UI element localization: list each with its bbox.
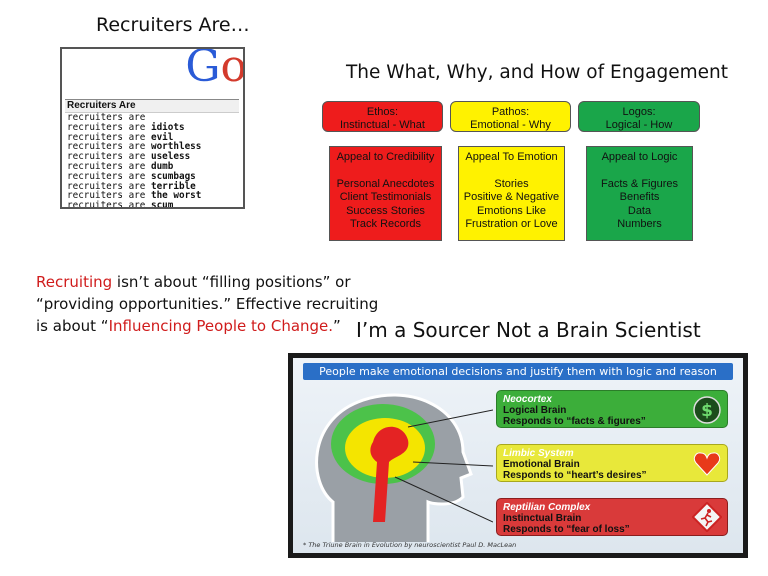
autocomplete-suffix: idiots	[150, 121, 185, 133]
logos-body: Appeal to Logic Facts & Figures Benefits…	[586, 146, 693, 241]
autocomplete-suffix: scumbags	[150, 170, 196, 182]
neocortex-line2: Responds to “facts & figures”	[503, 416, 646, 427]
autocomplete-suffix: scum	[150, 200, 174, 209]
dollar-icon: $	[693, 396, 721, 424]
svg-text:$: $	[701, 401, 713, 421]
google-logo-letter-2: o	[220, 47, 245, 92]
autocomplete-prefix: recruiters are	[67, 170, 146, 182]
ethos-body-line: Track Records	[349, 218, 422, 230]
logos-body-line: Data	[627, 204, 652, 217]
triune-brain-image: People make emotional decisions and just…	[288, 353, 748, 558]
autocomplete-row: recruiters are	[65, 113, 239, 123]
recruiting-line3a: is about “	[36, 317, 109, 335]
logos-body-line: Facts & Figures	[600, 177, 679, 190]
reptilian-box: Reptilian Complex Instinctual Brain Resp…	[496, 498, 728, 536]
ethos-header-line2: Instinctual - What	[340, 119, 425, 131]
logos-body-title: Appeal to Logic	[601, 151, 678, 163]
autocomplete-prefix: recruiters are	[67, 141, 146, 153]
pathos-body-title: Appeal To Emotion	[465, 151, 558, 163]
autocomplete-suffix: worthless	[150, 141, 202, 153]
logos-body-line: Benefits	[619, 191, 660, 203]
pathos-body-line: Positive & Negative	[463, 191, 560, 203]
autocomplete-suffix: dumb	[150, 160, 174, 172]
autocomplete-suffix: the worst	[150, 190, 202, 202]
reptilian-layer	[370, 426, 409, 522]
autocomplete-row: recruiters are dumb	[65, 162, 239, 172]
neocortex-line1: Logical Brain	[503, 405, 567, 416]
recruiting-line3c: ”	[333, 317, 341, 335]
logos-header-line2: Logical - How	[605, 119, 673, 131]
brain-footnote: * The Triune Brain in Evolution by neuro…	[303, 541, 517, 549]
limbic-label: Limbic System	[503, 448, 574, 459]
pathos-header-line1: Pathos:	[491, 106, 530, 118]
autocomplete-suffix: useless	[150, 151, 191, 163]
ethos-header: Ethos: Instinctual - What	[322, 101, 443, 132]
autocomplete-row: recruiters are evil	[65, 131, 239, 143]
limbic-line2: Responds to “heart’s desires”	[503, 470, 647, 481]
google-logo-letter-1: G	[185, 47, 221, 92]
logos-header: Logos: Logical - How	[578, 101, 700, 132]
recruiting-word: Recruiting	[36, 273, 113, 291]
pathos-header: Pathos: Emotional - Why	[450, 101, 571, 132]
brain-banner: People make emotional decisions and just…	[303, 363, 733, 380]
autocomplete-prefix: recruiters are	[67, 200, 146, 209]
influence-phrase: Influencing People to Change.	[108, 317, 334, 335]
pointer-line-limbic	[412, 461, 493, 467]
pathos-header-line2: Emotional - Why	[470, 119, 551, 131]
ethos-body-line: Personal Anecdotes	[336, 177, 435, 190]
autocomplete-prefix: recruiters are	[67, 151, 146, 163]
sourcer-title: I’m a Sourcer Not a Brain Scientist	[356, 318, 701, 342]
autocomplete-prefix: recruiters are	[67, 112, 146, 123]
engagement-title: The What, Why, and How of Engagement	[346, 62, 729, 83]
neocortex-label: Neocortex	[503, 394, 552, 405]
pathos-body-line: Stories	[494, 177, 529, 190]
ethos-card: Ethos: Instinctual - What	[322, 101, 443, 132]
running-man-warning-icon	[692, 502, 722, 532]
autocomplete-suffix: evil	[150, 131, 174, 143]
autocomplete-prefix: recruiters are	[67, 131, 146, 143]
google-logo: Go	[185, 47, 245, 92]
recruiting-statement: Recruiting isn’t about “filling position…	[36, 271, 378, 337]
pathos-body-line: Emotions Like	[476, 204, 547, 217]
pathos-body: Appeal To Emotion Stories Positive & Neg…	[458, 146, 565, 241]
autocomplete-row: recruiters are scum	[65, 200, 239, 209]
ethos-body-line: Success Stories	[346, 204, 425, 217]
neocortex-box: Neocortex Logical Brain Responds to “fac…	[496, 390, 728, 428]
limbic-line1: Emotional Brain	[503, 459, 580, 470]
ethos-body-line: Client Testimonials	[339, 191, 432, 203]
ethos-body-title: Appeal to Credibility	[336, 151, 435, 163]
autocomplete-row: recruiters are idiots	[65, 121, 239, 133]
autocomplete-prefix: recruiters are	[67, 180, 146, 192]
autocomplete-row: recruiters are useless	[65, 152, 239, 162]
autocomplete-list: Recruiters Are recruiters are recruiters…	[65, 99, 239, 209]
recruiting-line2: “providing opportunities.” Effective rec…	[36, 295, 379, 313]
limbic-box: Limbic System Emotional Brain Responds t…	[496, 444, 728, 482]
pointer-line-neocortex	[407, 409, 493, 428]
logos-body-line: Numbers	[617, 218, 662, 230]
ethos-body: Appeal to Credibility Personal Anecdotes…	[329, 146, 442, 241]
pointer-line-reptilian	[394, 476, 493, 523]
pathos-card: Pathos: Emotional - Why	[450, 101, 571, 132]
logos-header-line1: Logos:	[622, 106, 656, 118]
autocomplete-row: recruiters are the worst	[65, 191, 239, 201]
pathos-body-line: Frustration or Love	[465, 218, 558, 230]
reptilian-line1: Instinctual Brain	[503, 513, 582, 524]
autocomplete-prefix: recruiters are	[67, 121, 146, 133]
heart-icon	[693, 452, 721, 476]
slide-title: Recruiters Are…	[96, 14, 250, 36]
autocomplete-prefix: recruiters are	[67, 190, 146, 202]
google-autocomplete-image: Go Recruiters Are recruiters are recruit…	[60, 47, 245, 209]
autocomplete-row: recruiters are scumbags	[65, 170, 239, 182]
search-query: Recruiters Are	[65, 99, 239, 113]
autocomplete-row: recruiters are worthless	[65, 142, 239, 152]
logos-card: Logos: Logical - How	[578, 101, 700, 132]
autocomplete-row: recruiters are terrible	[65, 180, 239, 192]
reptilian-label: Reptilian Complex	[503, 502, 591, 513]
autocomplete-prefix: recruiters are	[67, 160, 146, 172]
recruiting-line1: isn’t about “filling positions” or	[112, 273, 351, 291]
ethos-header-line1: Ethos:	[366, 106, 399, 118]
reptilian-line2: Responds to “fear of loss”	[503, 524, 630, 535]
head-brain-illustration	[315, 393, 493, 542]
autocomplete-suffix: terrible	[150, 180, 196, 192]
